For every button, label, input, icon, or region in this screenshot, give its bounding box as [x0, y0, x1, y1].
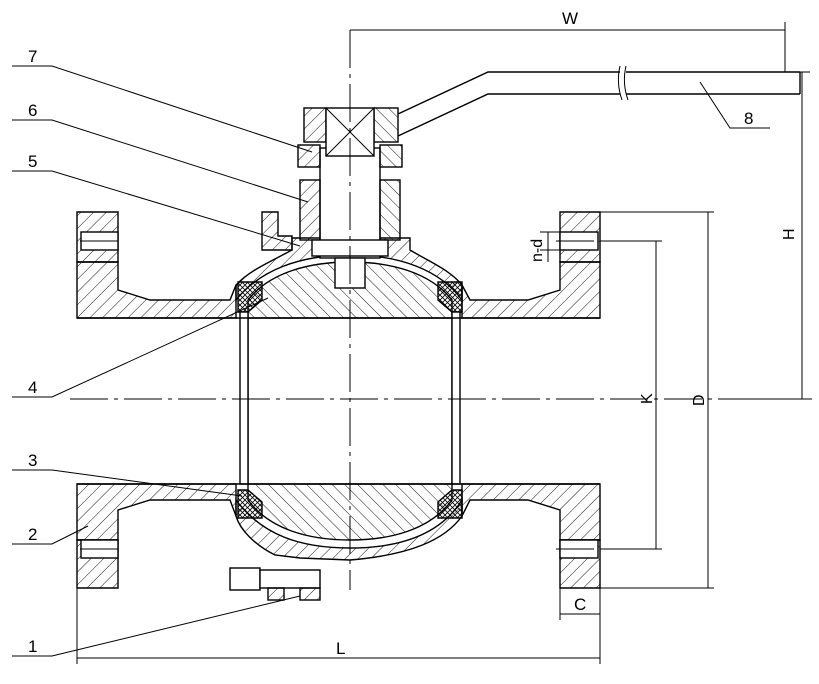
dim-w: W: [562, 9, 578, 28]
dimension-labels: W H D K L C n-d: [336, 9, 798, 658]
centre-lines: [70, 30, 720, 590]
callout-7: 7: [28, 47, 37, 66]
drain-bolt: [229, 567, 321, 601]
dim-k: K: [639, 393, 656, 404]
callout-1: 1: [28, 637, 37, 656]
callout-5: 5: [28, 152, 37, 171]
valve-body: [235, 211, 463, 561]
callout-labels: 1 2 3 4 5 6 7 8: [28, 47, 753, 656]
callout-leaders: [12, 65, 770, 657]
callout-3: 3: [28, 451, 37, 470]
callout-8: 8: [744, 109, 753, 128]
right-flange: [461, 211, 601, 589]
callout-4: 4: [28, 378, 37, 397]
callout-6: 6: [28, 101, 37, 120]
dimension-lines: [76, 22, 812, 664]
handle: [397, 65, 801, 137]
dim-d: D: [691, 394, 708, 406]
dim-h: H: [781, 228, 798, 240]
dim-l: L: [336, 639, 345, 658]
dim-nd: n-d: [529, 239, 546, 262]
left-flange: [76, 211, 237, 589]
bore: [77, 317, 600, 485]
dim-c: C: [574, 595, 586, 614]
callout-2: 2: [28, 525, 37, 544]
